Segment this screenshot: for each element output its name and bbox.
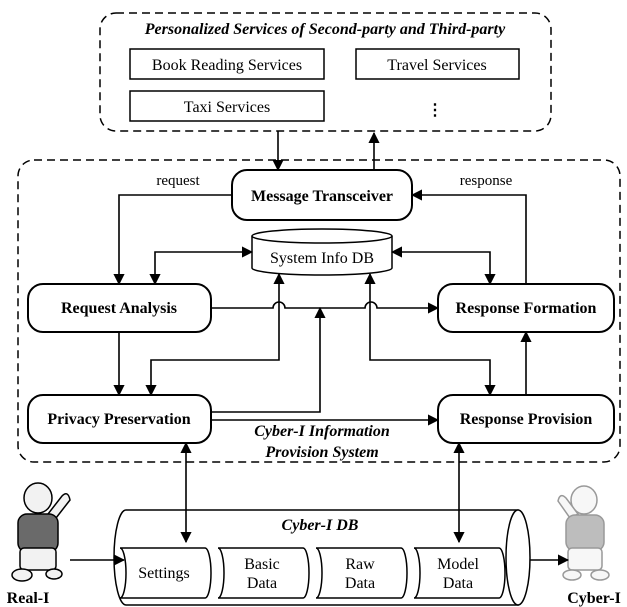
arrow-request-analysis-to-response-formation xyxy=(211,301,440,314)
services-group-border xyxy=(99,12,552,132)
travel-services-label: Travel Services xyxy=(387,57,486,74)
system-info-db-label: System Info DB xyxy=(270,250,374,267)
basic-data-segment xyxy=(217,547,310,599)
arrow-db-request-analysis xyxy=(149,246,254,286)
arrow-response-formation-to-transceiver xyxy=(410,189,527,284)
system-info-db-top xyxy=(251,228,393,244)
model-data-label-line1: Model xyxy=(437,556,479,573)
book-reading-services-label: Book Reading Services xyxy=(152,57,302,74)
raw-data-segment xyxy=(315,547,408,599)
services-group-title: Personalized Services of Second-party an… xyxy=(144,21,506,38)
raw-data-label-line2: Data xyxy=(345,575,375,592)
cyber-db-title: Cyber-I DB xyxy=(282,517,359,534)
cyber-i-label: Cyber-I xyxy=(567,590,621,607)
arrow-db-response-formation xyxy=(390,246,496,286)
real-i-label: Real-I xyxy=(7,590,50,607)
request-analysis-label: Request Analysis xyxy=(61,300,177,317)
real-i-person-icon xyxy=(11,482,71,582)
provision-system-title-line2: Provision System xyxy=(264,444,378,461)
privacy-preservation-label: Privacy Preservation xyxy=(47,411,190,428)
provision-system-title-line1: Cyber-I Information xyxy=(254,423,390,440)
model-data-label-line2: Data xyxy=(443,575,473,592)
response-provision-label: Response Provision xyxy=(460,411,593,428)
request-label: request xyxy=(156,173,200,189)
arrow-db-privacy-preservation xyxy=(145,272,285,397)
response-label: response xyxy=(460,173,513,189)
provision-system-border xyxy=(17,159,621,463)
model-data-segment xyxy=(413,547,506,599)
cyber-i-person-icon xyxy=(557,485,610,581)
settings-label: Settings xyxy=(138,565,190,582)
more-services-ellipsis: ⋮ xyxy=(427,102,443,119)
settings-segment xyxy=(119,547,212,599)
taxi-services-label: Taxi Services xyxy=(184,99,270,116)
basic-data-label-line1: Basic xyxy=(244,556,280,573)
arrow-privacy-to-response-formation xyxy=(211,306,326,413)
message-transceiver-label: Message Transceiver xyxy=(251,188,393,205)
cyber-db-body xyxy=(113,509,519,606)
response-formation-label: Response Formation xyxy=(456,300,597,317)
taxi-services-box xyxy=(129,90,325,122)
cyber-db-end-cap xyxy=(505,509,531,606)
basic-data-label-line2: Data xyxy=(247,575,277,592)
arrow-db-response-provision xyxy=(364,272,496,397)
arrow-transceiver-to-request-analysis xyxy=(113,194,232,286)
raw-data-label-line1: Raw xyxy=(345,556,375,573)
travel-services-box xyxy=(355,48,520,80)
system-info-db-body xyxy=(251,236,393,276)
book-reading-services-box xyxy=(129,48,325,80)
